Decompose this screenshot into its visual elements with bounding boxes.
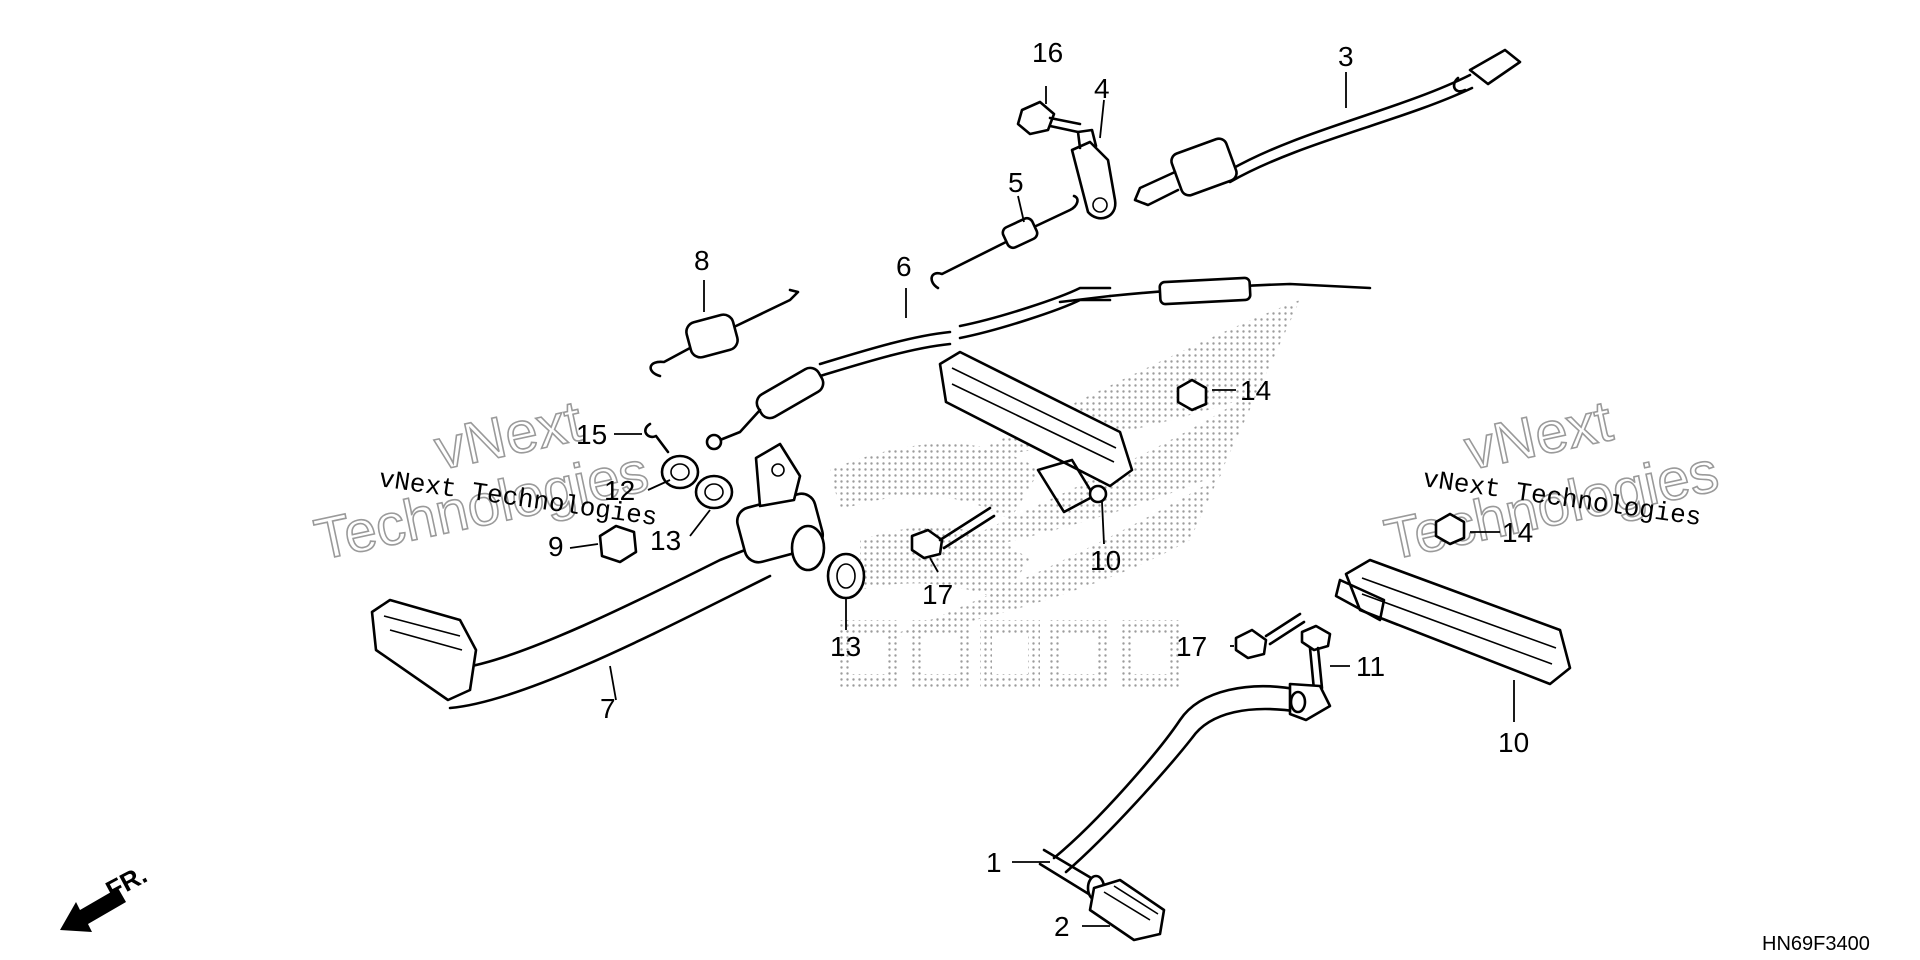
part-bolt-17a: [910, 506, 996, 560]
part-spring-5: [930, 194, 1079, 290]
callout-10b: 10: [1498, 727, 1529, 758]
honda-wordmark: [840, 620, 1180, 690]
watermark-right: vNext Technologies vNext Technologies: [1378, 388, 1724, 574]
front-direction-marker: FR.: [60, 859, 152, 932]
part-nut-14b: [1434, 512, 1466, 546]
front-arrow-icon: [60, 888, 126, 932]
callout-12: 12: [604, 475, 635, 506]
callout-13a: 13: [650, 525, 681, 556]
part-brake-pedal: [370, 442, 826, 710]
callout-5: 5: [1008, 167, 1024, 198]
part-brake-cable: [705, 276, 1372, 451]
part-bolt-11: [1300, 624, 1332, 692]
part-switch-cable: [1133, 48, 1522, 207]
callout-17b: 17: [1176, 631, 1207, 662]
callout-14b: 14: [1502, 517, 1533, 548]
part-footpeg-right: [1334, 558, 1572, 686]
part-washer-12: [660, 454, 700, 490]
part-spring-8: [649, 288, 800, 378]
part-footpeg-left: [938, 350, 1134, 514]
callout-6: 6: [896, 251, 912, 282]
part-nut-14a: [1176, 378, 1208, 412]
callout-7: 7: [600, 693, 616, 724]
callout-8: 8: [694, 245, 710, 276]
callout-14a: 14: [1240, 375, 1271, 406]
callout-16: 16: [1032, 37, 1063, 68]
part-shift-lever: [1038, 682, 1332, 902]
part-washer-13b: [826, 552, 866, 600]
callout-17a: 17: [922, 579, 953, 610]
callout-9: 9: [548, 531, 564, 562]
callout-labels: 16 4 3 5 6 8 15 12 13 9 13 14 10 17 7 17…: [548, 37, 1533, 942]
diagram-code: HN69F3400: [1762, 933, 1870, 955]
callout-2: 2: [1054, 911, 1070, 942]
callout-3: 3: [1338, 41, 1354, 72]
callout-13b: 13: [830, 631, 861, 662]
part-bolt-16: [1016, 100, 1082, 136]
part-cotter-pin: [644, 422, 670, 454]
part-nut-9: [598, 524, 638, 564]
callout-15: 15: [576, 419, 607, 450]
part-bracket-clip: [1070, 128, 1117, 220]
callout-1: 1: [986, 847, 1002, 878]
part-washer-13: [694, 474, 734, 510]
callout-4: 4: [1094, 73, 1110, 104]
leader-lines: [569, 72, 1515, 927]
callout-10a: 10: [1090, 545, 1121, 576]
part-shift-rubber: [1088, 878, 1166, 942]
callout-11: 11: [1356, 651, 1385, 682]
honda-wing-logo: [830, 300, 1300, 690]
part-bolt-17b: [1234, 612, 1306, 660]
